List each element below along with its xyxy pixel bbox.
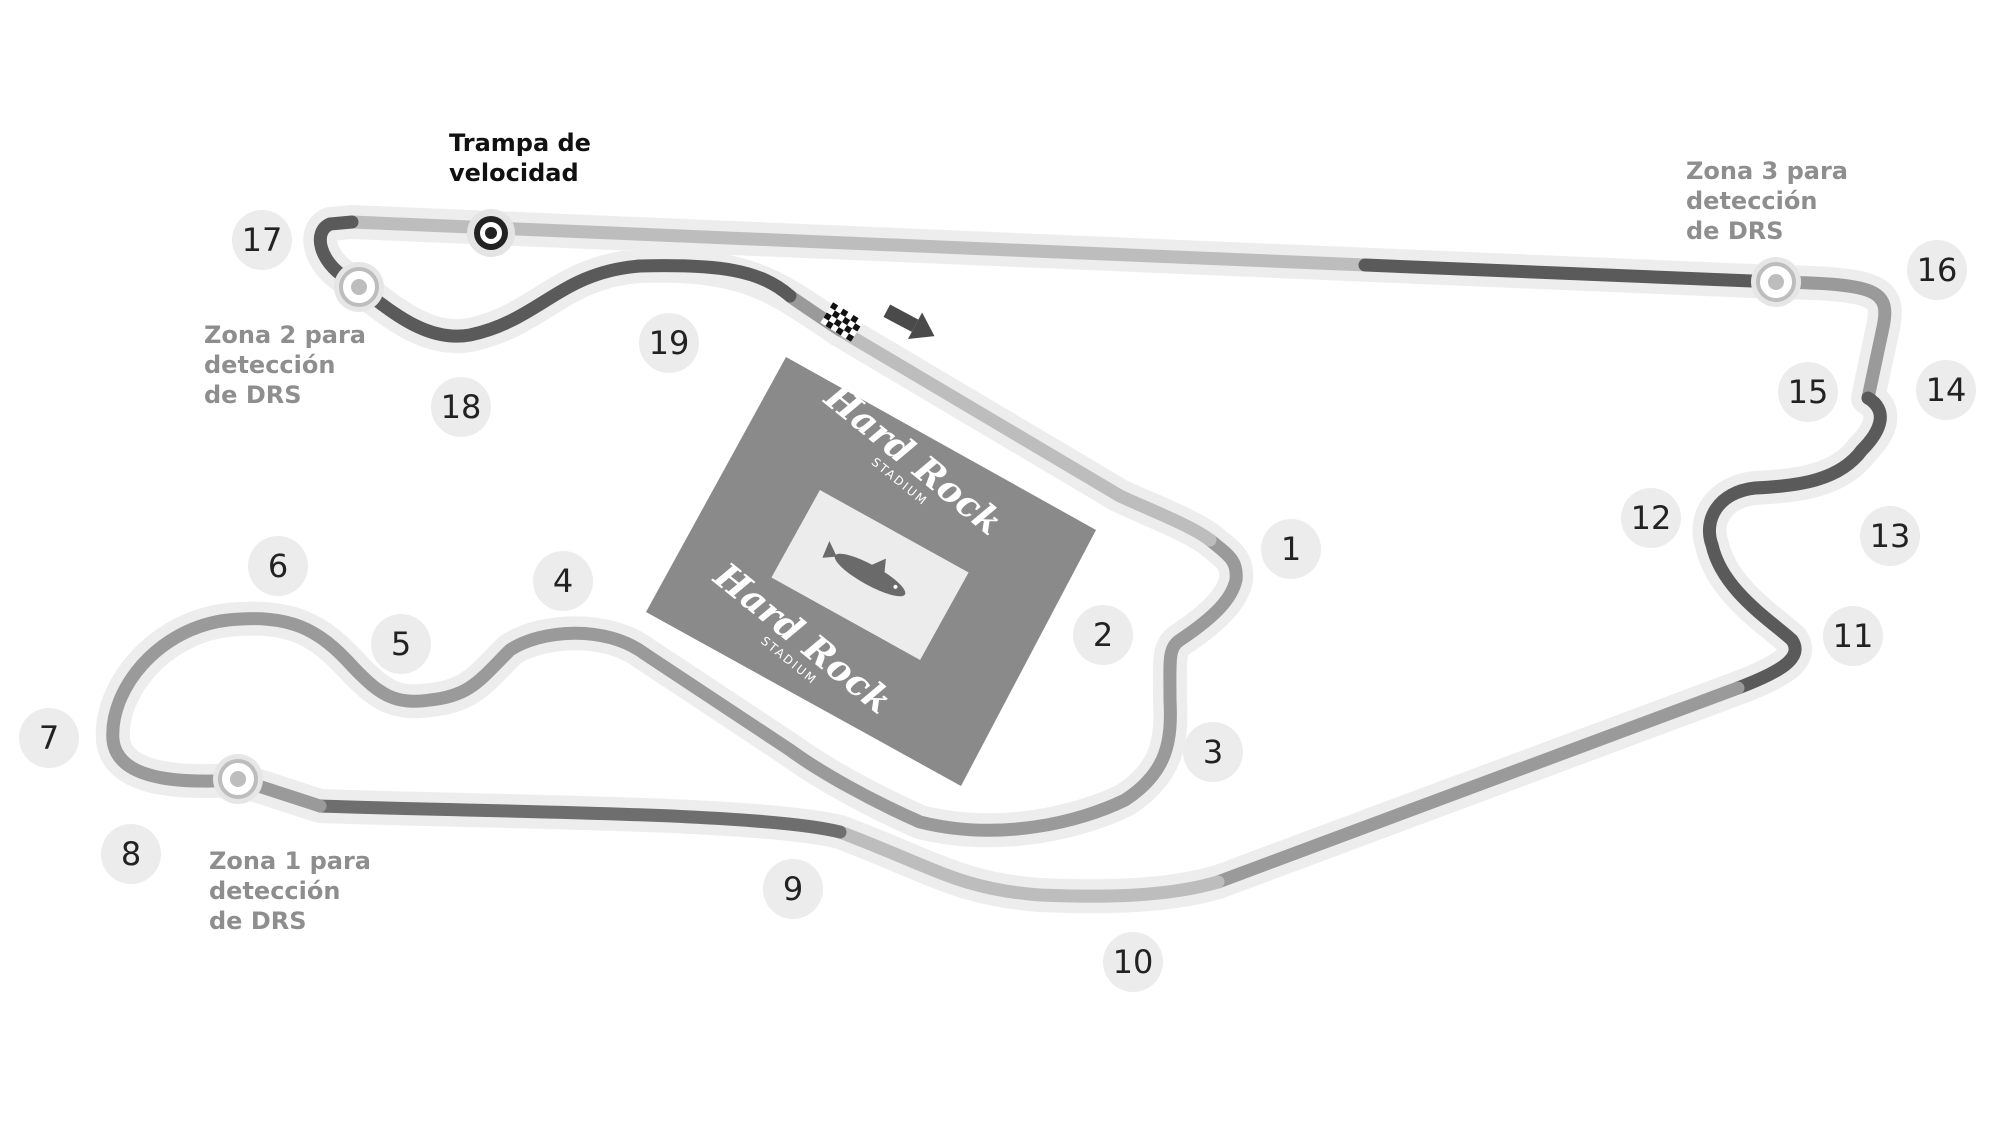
svg-text:14: 14 [1926, 371, 1967, 409]
speed-trap-label-line2: velocidad [449, 159, 579, 187]
track-segment-back-straight [345, 215, 1372, 272]
svg-text:detección: detección [209, 877, 340, 905]
track-segment-turn-17 [313, 215, 359, 285]
svg-text:11: 11 [1833, 617, 1874, 655]
turn-marker: 12 [1621, 488, 1681, 548]
svg-text:detección: detección [204, 351, 335, 379]
drs-marker-icon [1751, 257, 1801, 307]
drs-marker-icon [334, 262, 384, 312]
track-segment-main-straight [833, 323, 1217, 547]
dolphin-logo-icon [822, 541, 906, 597]
drs-zone-2-label: Zona 2 para detección de DRS [204, 321, 366, 409]
turn-marker: 8 [101, 824, 161, 884]
svg-text:6: 6 [268, 547, 288, 585]
track [106, 215, 1892, 903]
turn-marker: 15 [1778, 362, 1838, 422]
track-segment-dark-straight [1358, 258, 1783, 289]
svg-text:9: 9 [783, 870, 803, 908]
svg-text:4: 4 [553, 562, 573, 600]
stadium: Hard Rock STADIUM Hard Rock STADIUM [646, 357, 1096, 786]
svg-text:7: 7 [39, 719, 59, 757]
turn-marker: 9 [763, 859, 823, 919]
track-segment-9-to-8 [313, 799, 847, 839]
turn-marker: 1 [1261, 519, 1321, 579]
track-segment-esses-14-12 [1702, 391, 1887, 695]
turn-marker: 7 [19, 708, 79, 768]
svg-text:de DRS: de DRS [1686, 217, 1784, 245]
svg-text:12: 12 [1631, 499, 1672, 537]
turn-marker: 10 [1103, 932, 1163, 992]
svg-text:Zona 2 para: Zona 2 para [204, 321, 366, 349]
turn-marker: 18 [431, 377, 491, 437]
turn-marker: 6 [248, 536, 308, 596]
turn-marker: 16 [1907, 240, 1967, 300]
svg-text:3: 3 [1203, 733, 1223, 771]
track-segment-run-to-10 [1211, 681, 1745, 889]
direction-arrow-icon [883, 304, 935, 339]
speed-trap-label-line1: Trampa de [449, 129, 591, 157]
turn-marker: 3 [1183, 722, 1243, 782]
drs-marker-icon [213, 754, 263, 804]
svg-text:Zona 1 para: Zona 1 para [209, 847, 371, 875]
svg-text:15: 15 [1788, 373, 1829, 411]
speed-trap-icon [467, 209, 515, 257]
svg-text:detección: detección [1686, 187, 1817, 215]
turn-marker: 2 [1073, 605, 1133, 665]
drs-zone-3-label: Zona 3 para detección de DRS [1686, 157, 1848, 245]
svg-text:1: 1 [1281, 530, 1301, 568]
svg-text:de DRS: de DRS [209, 907, 307, 935]
svg-text:18: 18 [441, 388, 482, 426]
svg-text:de DRS: de DRS [204, 381, 302, 409]
svg-text:17: 17 [242, 221, 283, 259]
track-segment-turn-10 [833, 825, 1225, 903]
drs-zone-1-label: Zona 1 para detección de DRS [209, 847, 371, 935]
turn-marker: 5 [371, 614, 431, 674]
turn-marker: 13 [1860, 506, 1920, 566]
turn-marker: 19 [639, 313, 699, 373]
svg-text:10: 10 [1113, 943, 1154, 981]
svg-text:Zona 3 para: Zona 3 para [1686, 157, 1848, 185]
track-segment-turn-19-18 [339, 259, 797, 343]
turn-numbers: 1 2 3 4 5 6 7 8 9 10 11 12 13 14 15 16 1… [19, 210, 1976, 992]
svg-text:19: 19 [649, 324, 690, 362]
svg-text:13: 13 [1870, 517, 1911, 555]
checkered-flag-icon [820, 302, 864, 342]
svg-text:5: 5 [391, 625, 411, 663]
turn-marker: 11 [1823, 606, 1883, 666]
track-segment-hairpin-16 [1769, 275, 1892, 405]
turn-marker: 14 [1916, 360, 1976, 420]
turn-marker: 4 [533, 551, 593, 611]
svg-text:8: 8 [121, 835, 141, 873]
svg-text:16: 16 [1917, 251, 1958, 289]
track-segment-hairpin-7 [106, 533, 1243, 837]
turn-marker: 17 [232, 210, 292, 270]
svg-text:2: 2 [1093, 616, 1113, 654]
